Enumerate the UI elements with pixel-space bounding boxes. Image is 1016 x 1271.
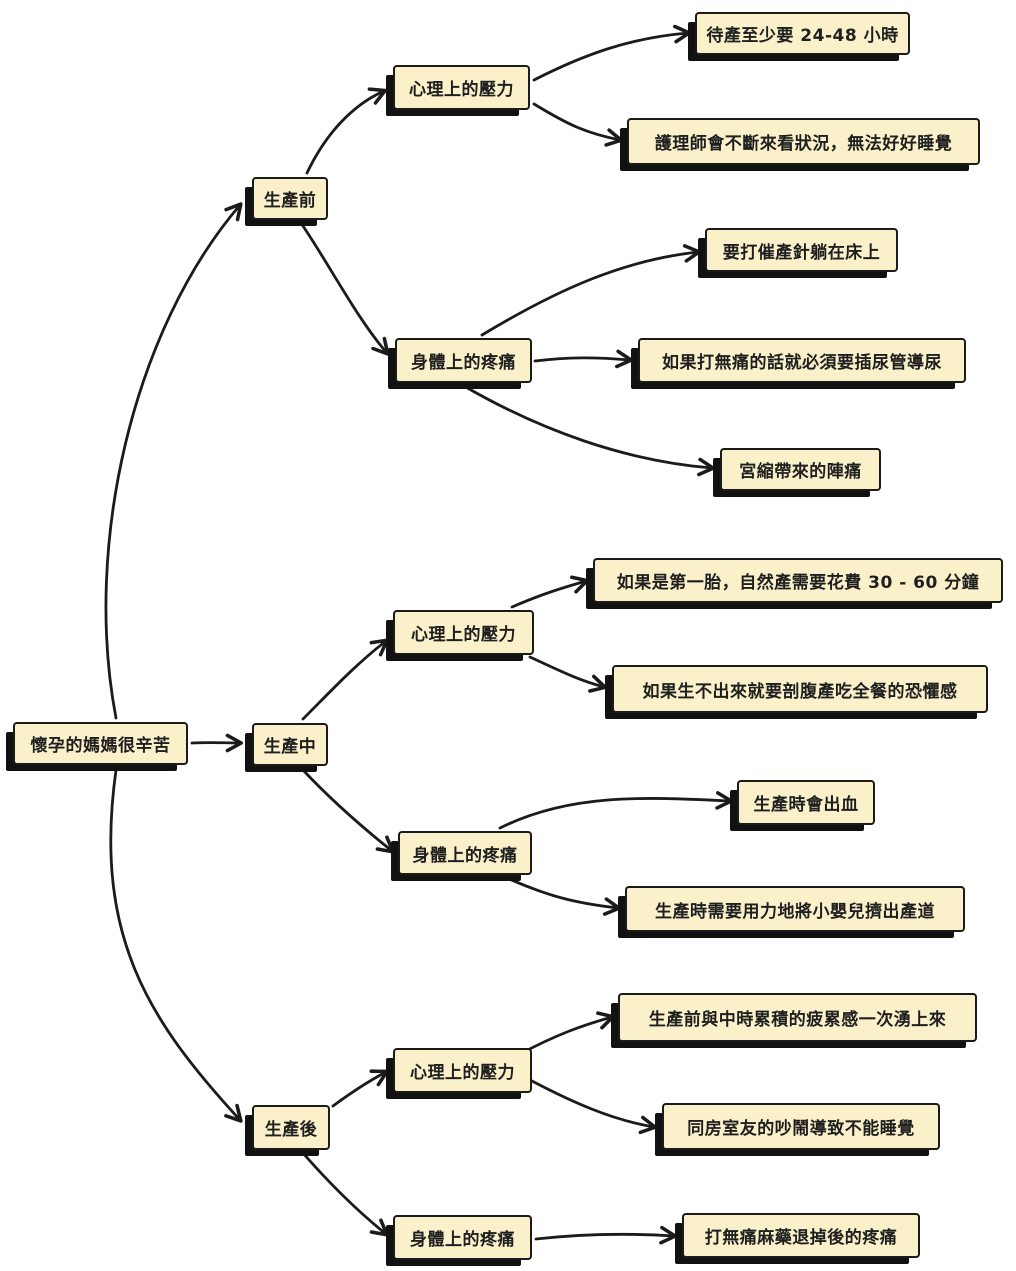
arrow-pre-phys-leaf2 [533, 349, 634, 369]
leaf-induction-shot-in-bed: 要打催產針躺在床上 [705, 228, 898, 272]
leaf-nurse-checks-no-sleep: 護理師會不斷來看狀況，無法好好睡覺 [627, 118, 980, 165]
arrow-pre-to-psych [305, 87, 387, 175]
arrow-root-to-post [109, 768, 243, 1123]
arrow-post-psych-leaf1 [518, 1011, 615, 1056]
leaf-wait-24-48-hours: 待產至少要 24-48 小時 [695, 12, 910, 55]
arrow-during-phys-leaf1 [498, 791, 734, 830]
leaf-noisy-roommates: 同房室友的吵鬧導致不能睡覺 [662, 1103, 940, 1150]
node-during-psych-stress: 心理上的壓力 [393, 610, 534, 655]
node-root: 懷孕的媽媽很辛苦 [13, 722, 188, 765]
node-pre-birth: 生產前 [252, 177, 328, 220]
node-during-birth: 生產中 [252, 723, 328, 766]
node-pre-psych-stress: 心理上的壓力 [393, 65, 530, 110]
arrow-post-phys-leaf1 [534, 1225, 678, 1245]
arrow-pre-psych-leaf1 [532, 24, 692, 82]
arrow-pre-to-physical [301, 224, 390, 356]
arrow-during-phys-leaf2 [505, 876, 622, 916]
arrow-pre-phys-leaf1 [480, 244, 702, 337]
arrow-pre-psych-leaf2 [532, 102, 623, 147]
leaf-fear-of-c-section: 如果生不出來就要剖腹產吃全餐的恐懼感 [612, 665, 988, 713]
arrow-during-psych-leaf1 [510, 575, 589, 609]
arrow-root-to-pre [104, 202, 243, 720]
node-post-physical-pain: 身體上的疼痛 [393, 1215, 532, 1260]
leaf-bleeding-during-birth: 生產時會出血 [737, 780, 875, 825]
leaf-first-baby-30-60-min: 如果是第一胎，自然產需要花費 30 - 60 分鐘 [593, 558, 1003, 603]
arrow-post-psych-leaf2 [530, 1079, 658, 1135]
leaf-pain-after-anesthesia: 打無痛麻藥退掉後的疼痛 [682, 1213, 920, 1258]
arrow-post-to-psych [331, 1069, 389, 1108]
leaf-epidural-catheter: 如果打無痛的話就必須要插尿管導尿 [638, 338, 966, 383]
arrow-during-psych-leaf2 [528, 655, 607, 693]
arrow-during-to-physical [301, 768, 395, 854]
node-post-birth: 生產後 [252, 1105, 330, 1150]
leaf-contraction-pain: 宮縮帶來的陣痛 [720, 448, 881, 491]
arrow-during-to-psych [301, 638, 389, 721]
arrow-post-to-physical [300, 1150, 389, 1237]
leaf-accumulated-fatigue: 生產前與中時累積的疲累感一次湧上來 [618, 993, 977, 1042]
arrow-pre-phys-leaf3 [462, 384, 716, 477]
node-during-physical-pain: 身體上的疼痛 [398, 831, 532, 875]
node-post-psych-stress: 心理上的壓力 [393, 1048, 532, 1093]
node-pre-physical-pain: 身體上的疼痛 [395, 338, 532, 383]
leaf-push-baby-out: 生產時需要用力地將小嬰兒擠出產道 [625, 886, 965, 932]
